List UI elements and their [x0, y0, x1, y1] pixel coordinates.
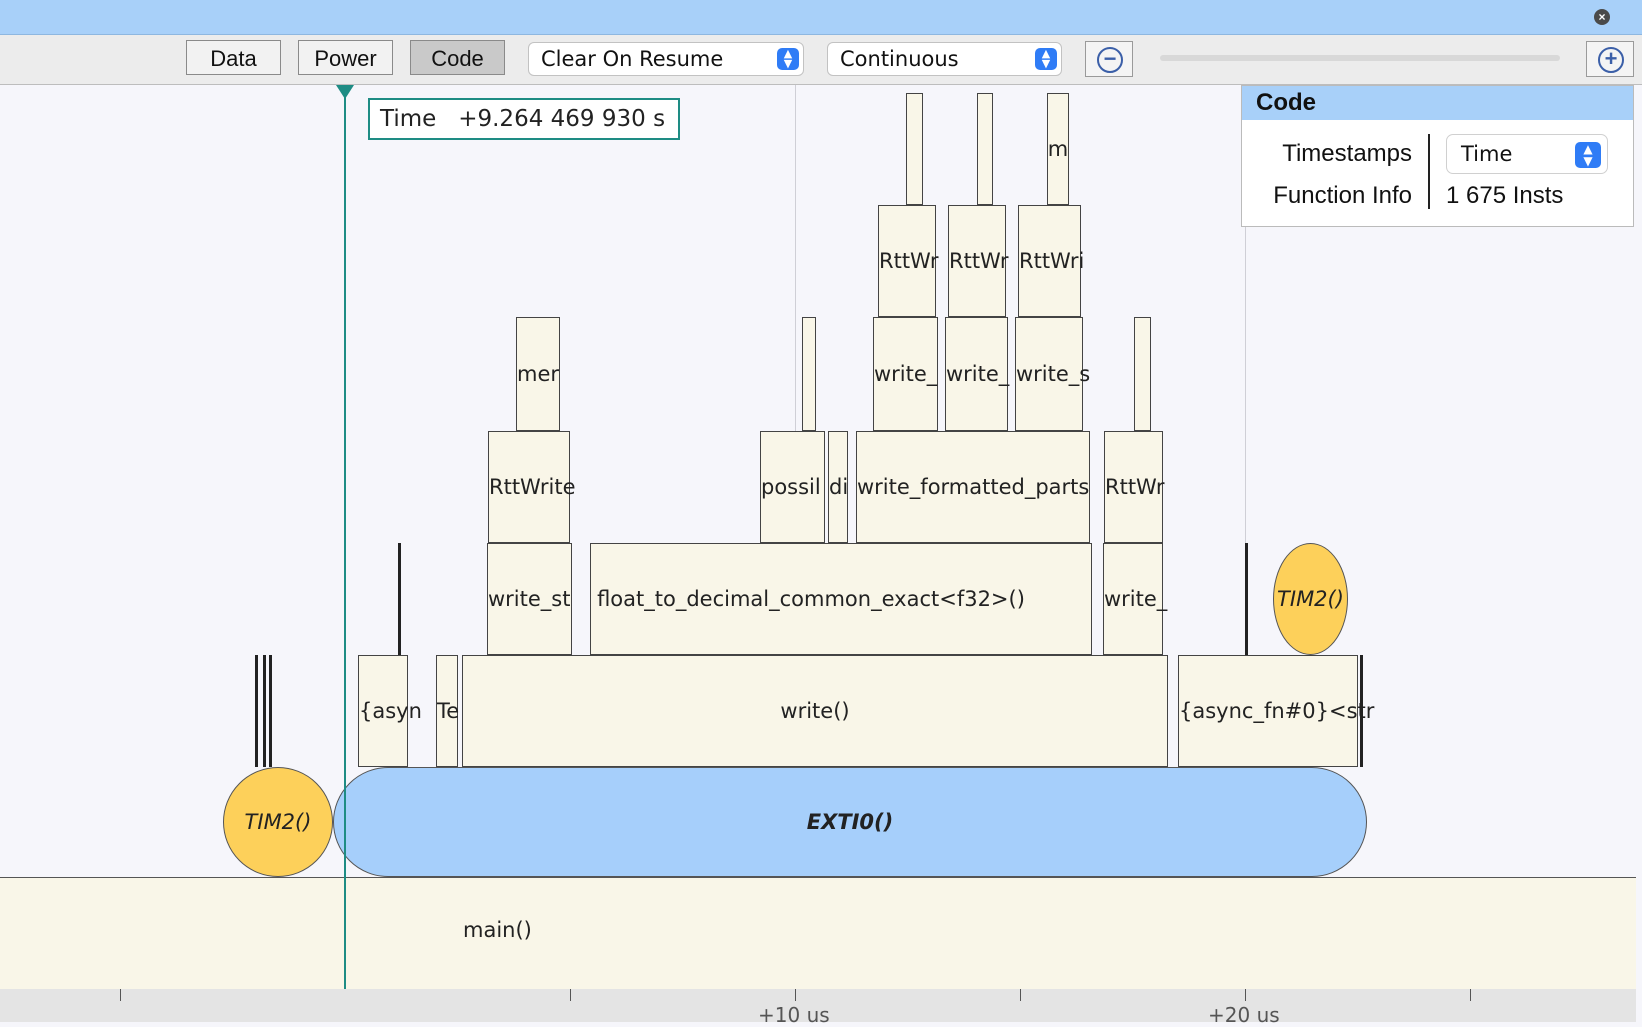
capture-mode-value: Continuous — [840, 47, 959, 71]
time-cursor[interactable] — [344, 85, 346, 1022]
frame-async-fn[interactable]: {asyn — [358, 655, 422, 767]
frame-small[interactable] — [802, 317, 816, 431]
function-info-value: 1 675 Insts — [1446, 182, 1564, 209]
frame-main[interactable]: main() — [0, 877, 1636, 991]
axis-tick — [120, 989, 121, 1001]
frame-di[interactable]: di — [828, 431, 848, 543]
panel-title: Code — [1242, 86, 1633, 120]
frame-spike[interactable] — [255, 655, 258, 767]
zoom-slider[interactable] — [1160, 55, 1560, 61]
toolbar: Data Power Code Clear On Resume ▲▼ Conti… — [0, 35, 1642, 85]
frame-write[interactable]: write() — [462, 655, 1168, 767]
frame-write-str[interactable]: write_ — [873, 317, 938, 431]
axis-tick — [1470, 989, 1471, 1001]
clear-mode-select[interactable]: Clear On Resume ▲▼ — [528, 42, 804, 76]
plus-icon: + — [1598, 47, 1624, 73]
cursor-top-marker-icon[interactable] — [336, 85, 354, 99]
select-arrows-icon: ▲▼ — [777, 48, 799, 70]
frame-tim2[interactable]: TIM2() — [1273, 543, 1348, 655]
frame-tim2[interactable]: TIM2() — [223, 767, 333, 877]
frame-float-to-decimal[interactable]: float_to_decimal_common_exact<f32>() — [590, 543, 1092, 655]
axis-tick-label: +10 us — [758, 1003, 830, 1027]
zoom-out-button[interactable]: − — [1085, 41, 1133, 77]
minus-icon: − — [1097, 47, 1123, 73]
frame-write-str[interactable]: write_s — [1015, 317, 1090, 431]
frame-m[interactable]: m — [1047, 93, 1069, 205]
frame-spike[interactable] — [1360, 655, 1363, 767]
frame-exti0[interactable]: EXTI0() — [333, 767, 1367, 877]
frame-possible[interactable]: possil — [760, 431, 825, 543]
frame-te[interactable]: Te — [436, 655, 459, 767]
code-tab-button[interactable]: Code — [410, 40, 505, 75]
timestamps-label: Timestamps — [1282, 140, 1412, 167]
select-arrows-icon: ▲▼ — [1035, 48, 1057, 70]
frame-small[interactable] — [977, 93, 993, 205]
clear-mode-value: Clear On Resume — [541, 47, 724, 71]
frame-spike[interactable] — [269, 655, 272, 767]
function-info-label: Function Info — [1273, 182, 1412, 209]
timestamps-select[interactable]: Time ▲▼ — [1446, 134, 1608, 174]
frame-async-fn-str[interactable]: {async_fn#0}<str — [1178, 655, 1374, 767]
frame-spike[interactable] — [1245, 543, 1248, 655]
frame-write-str[interactable]: write_st — [487, 543, 572, 655]
frame-write-formatted-parts[interactable]: write_formatted_parts — [856, 431, 1090, 543]
code-info-panel: Code Timestamps Function Info Time ▲▼ 1 … — [1241, 85, 1634, 227]
frame-small[interactable] — [1134, 317, 1151, 431]
power-tab-button[interactable]: Power — [298, 40, 393, 75]
time-readout: Time +9.264 469 930 s — [368, 98, 680, 140]
frame-label: main() — [463, 918, 532, 942]
axis-tick — [570, 989, 571, 1001]
window-titlebar: × — [0, 0, 1642, 35]
panel-divider — [1428, 134, 1430, 209]
axis-tick-label: +20 us — [1208, 1003, 1280, 1027]
time-axis: +10 us +20 us — [0, 989, 1636, 1027]
data-tab-button[interactable]: Data — [186, 40, 281, 75]
close-icon[interactable]: × — [1594, 9, 1610, 25]
frame-rttwrite[interactable]: RttWr — [878, 205, 939, 317]
frame-write-str[interactable]: write_ — [1103, 543, 1167, 655]
axis-tick — [795, 989, 796, 1001]
frame-spike[interactable] — [263, 655, 266, 767]
frame-spike[interactable] — [398, 543, 401, 655]
zoom-in-button[interactable]: + — [1586, 41, 1634, 77]
flame-graph[interactable]: main() TIM2() EXTI0() {asyn Te write() {… — [0, 85, 1636, 1027]
frame-rttwrite[interactable]: RttWr — [948, 205, 1009, 317]
timestamps-value: Time — [1461, 142, 1513, 166]
capture-mode-select[interactable]: Continuous ▲▼ — [827, 42, 1062, 76]
gridline — [1245, 85, 1246, 877]
frame-rttwrite[interactable]: RttWri — [1018, 205, 1084, 317]
frame-rttwrite[interactable]: RttWrite — [488, 431, 576, 543]
frame-small[interactable] — [906, 93, 923, 205]
frame-rttwrite[interactable]: RttWr — [1104, 431, 1165, 543]
axis-tick — [1245, 989, 1246, 1001]
select-arrows-icon: ▲▼ — [1575, 142, 1601, 168]
axis-tick — [1020, 989, 1021, 1001]
frame-mem[interactable]: mer — [516, 317, 560, 431]
frame-write-str[interactable]: write_ — [945, 317, 1009, 431]
